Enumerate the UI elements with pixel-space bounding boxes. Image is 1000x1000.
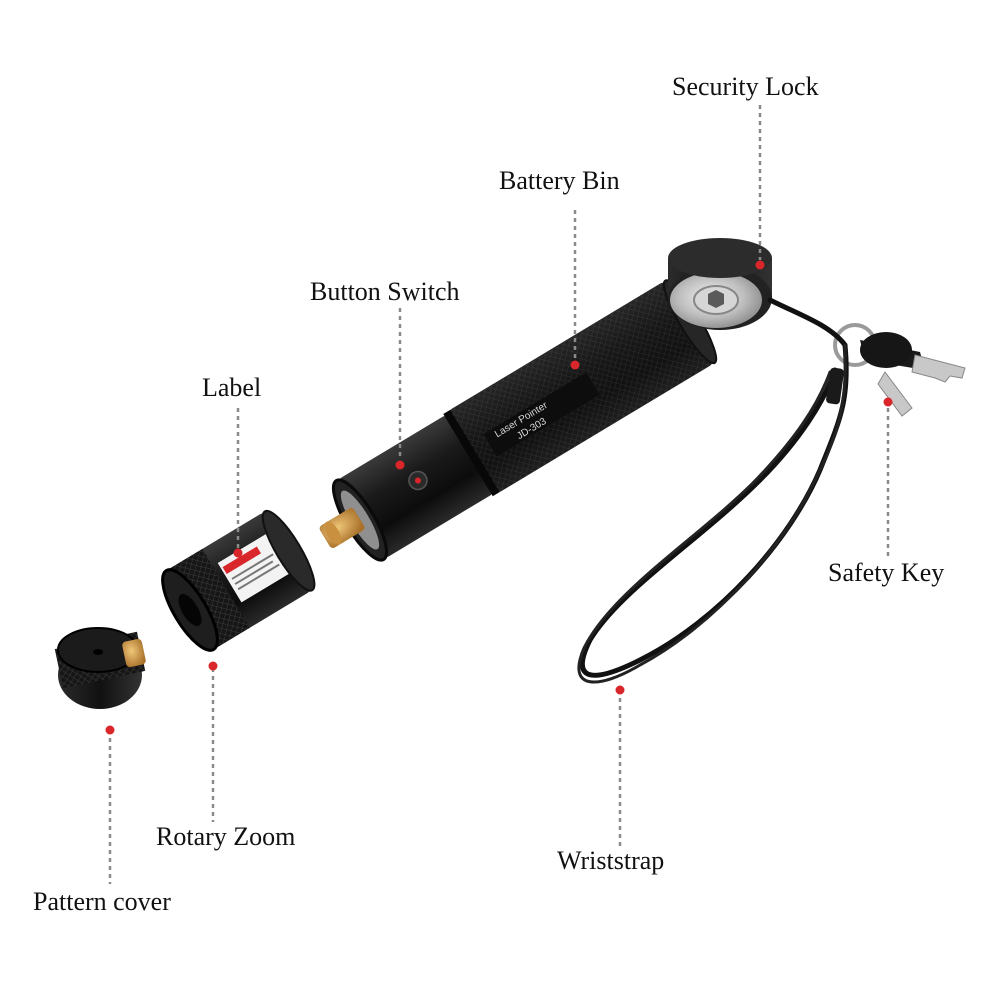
callout-dots: [105, 260, 893, 735]
strap-clamp: [826, 367, 844, 405]
dot-security-lock: [755, 260, 765, 270]
dot-battery-bin: [570, 360, 580, 370]
label-battery-bin: Battery Bin: [499, 166, 620, 195]
dot-wriststrap: [615, 685, 625, 695]
pattern-cover: [54, 627, 146, 709]
laser-body: Laser Pointer JD-303: [331, 279, 718, 562]
security-lock: [668, 238, 772, 330]
label-label: Label: [202, 373, 262, 402]
label-rotary-zoom: Rotary Zoom: [156, 822, 296, 851]
wriststrap-cord: [577, 297, 849, 684]
label-wriststrap: Wriststrap: [557, 846, 665, 875]
dot-rotary-zoom: [208, 661, 218, 671]
label-button-switch: Button Switch: [310, 277, 460, 306]
dot-label: [233, 548, 243, 558]
brass-contact: [319, 508, 365, 548]
label-pattern-cover: Pattern cover: [33, 887, 171, 916]
leader-lines: [108, 105, 890, 884]
label-security-lock: Security Lock: [672, 72, 819, 101]
dot-safety-key: [883, 397, 893, 407]
safety-keys: [833, 323, 966, 417]
laser-head-module: [161, 509, 316, 652]
label-safety-key: Safety Key: [828, 558, 945, 587]
dot-pattern-cover: [105, 725, 115, 735]
warning-label: [217, 533, 292, 603]
dot-button-switch: [395, 460, 405, 470]
